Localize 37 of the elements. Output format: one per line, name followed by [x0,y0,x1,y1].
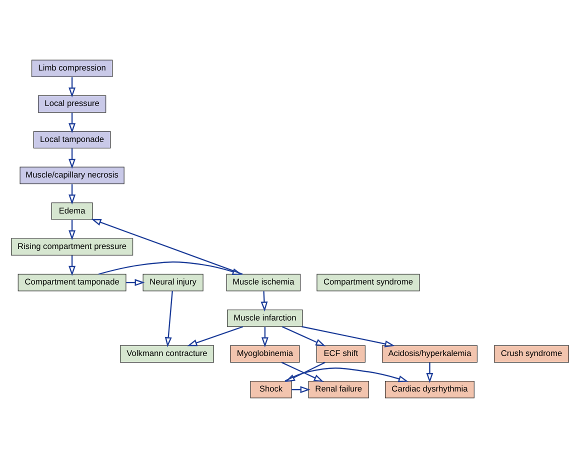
node-box: Neural injury [142,274,204,292]
node-box: Volkmann contracture [120,345,214,363]
arrow [68,220,76,240]
arrow [261,326,268,348]
node-box: Local pressure [38,95,106,113]
arrow [68,77,76,98]
node-box: Crush syndrome [494,345,569,363]
arrow [426,362,434,384]
node-box: Rising compartment pressure [11,238,134,256]
arrow [292,386,310,394]
node-box: Edema [51,202,93,220]
node-box: Limb compression [32,60,113,78]
arrow [126,279,145,286]
arrow [187,326,244,346]
node-box: Compartment tamponade [18,274,126,292]
arrow [164,290,173,348]
arrow [260,291,268,312]
arrow [68,148,76,169]
node-box: Cardiac dysrhythmia [385,380,474,398]
node-box: Muscle ischemia [226,274,301,292]
arrow [302,326,395,348]
arrow [68,184,76,205]
node-box: Local tamponade [33,131,111,148]
node-box: Shock [250,380,292,398]
node-box: Muscle infarction [227,310,303,327]
arrow [68,256,76,276]
arrow [68,112,76,134]
node-box: Muscle/capillary necrosis [20,166,124,184]
arrow [282,326,326,346]
arrow [91,218,243,275]
node-box: Myoglobinemia [230,345,300,363]
arrow [284,368,408,382]
node-box: Renal failure [308,380,369,398]
node-box: Compartment syndrome [316,274,420,292]
node-box: ECF shift [316,345,366,363]
node-box: Acidosis/hyperkalemia [382,345,478,363]
arrow [98,261,242,276]
